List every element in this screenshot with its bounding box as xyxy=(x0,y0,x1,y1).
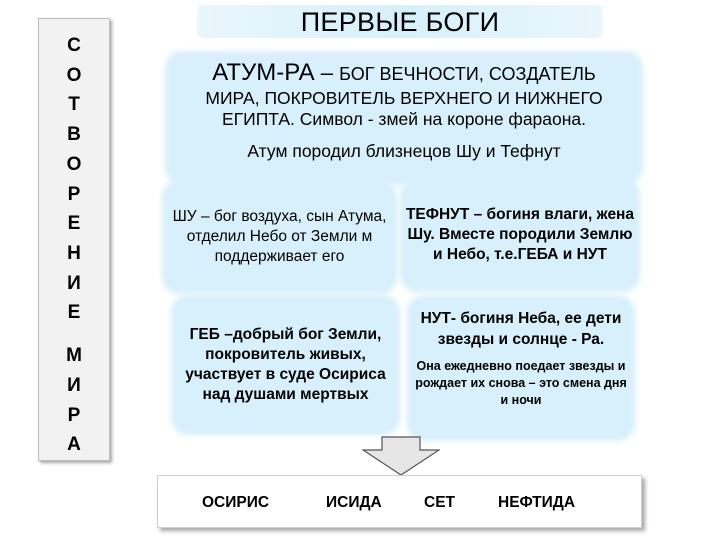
geb-text: ГЕБ –добрый бог Земли, покровитель живых… xyxy=(185,326,386,403)
side-letter: А xyxy=(67,434,81,456)
side-letter: Н xyxy=(67,242,81,264)
atum-desc-head: БОГ ВЕЧНОСТИ, СОЗДАТЕЛЬ xyxy=(339,64,596,84)
nut-box: НУТ- богиня Неба, ее дети звезды и солнц… xyxy=(412,300,630,436)
atum-name: АТУМ-РА xyxy=(212,59,315,86)
side-letter: Р xyxy=(67,404,81,426)
side-letter: Е xyxy=(67,213,81,235)
atum-heading: АТУМ-РА – БОГ ВЕЧНОСТИ, СОЗДАТЕЛЬ xyxy=(170,60,638,87)
nut-sub-text: Она ежедневно поедает звезды и рождает и… xyxy=(415,359,627,407)
side-letter: М xyxy=(66,345,82,367)
side-letter: Т xyxy=(68,94,80,116)
side-letter: Е xyxy=(67,302,81,324)
side-letter: В xyxy=(67,124,81,146)
side-vertical-caption: С О Т В О Р Е Н И Е М И Р А xyxy=(38,18,110,461)
page-title: ПЕРВЫЕ БОГИ xyxy=(197,5,603,38)
tefnut-text: ТЕФНУТ – богиня влаги, жена Шу. Вместе п… xyxy=(405,206,635,263)
side-letter: И xyxy=(67,374,81,396)
shu-text: ШУ – бог воздуха, сын Атума, отделил Неб… xyxy=(172,208,387,265)
side-letter: С xyxy=(67,35,81,56)
god-name: НЕФТИДА xyxy=(498,494,576,511)
down-arrow-icon xyxy=(362,436,440,476)
nut-main-text: НУТ- богиня Неба, ее дети звезды и солнц… xyxy=(420,310,622,348)
atum-twins-text: Атум породил близнецов Шу и Тефнут xyxy=(247,141,561,161)
side-letter: Р xyxy=(67,183,81,205)
tefnut-box: ТЕФНУТ – богиня влаги, жена Шу. Вместе п… xyxy=(405,183,635,287)
side-letter: О xyxy=(66,153,82,175)
god-name: ИСИДА xyxy=(326,494,382,511)
god-name: СЕТ xyxy=(424,494,455,511)
shu-box: ШУ – бог воздуха, сын Атума, отделил Неб… xyxy=(167,185,392,289)
side-letter: О xyxy=(66,64,82,86)
atum-desc-body: МИРА, ПОКРОВИТЕЛЬ ВЕРХНЕГО И НИЖНЕГО ЕГИ… xyxy=(205,88,603,129)
geb-box: ГЕБ –добрый бог Земли, покровитель живых… xyxy=(176,300,395,430)
atum-dash: – xyxy=(314,60,340,85)
atum-ra-box: АТУМ-РА – БОГ ВЕЧНОСТИ, СОЗДАТЕЛЬ МИРА, … xyxy=(170,56,638,180)
god-name: ОСИРИС xyxy=(202,494,270,511)
children-gods-box: ОСИРИС ИСИДА СЕТ НЕФТИДА xyxy=(157,475,642,528)
side-letter: И xyxy=(67,272,81,294)
